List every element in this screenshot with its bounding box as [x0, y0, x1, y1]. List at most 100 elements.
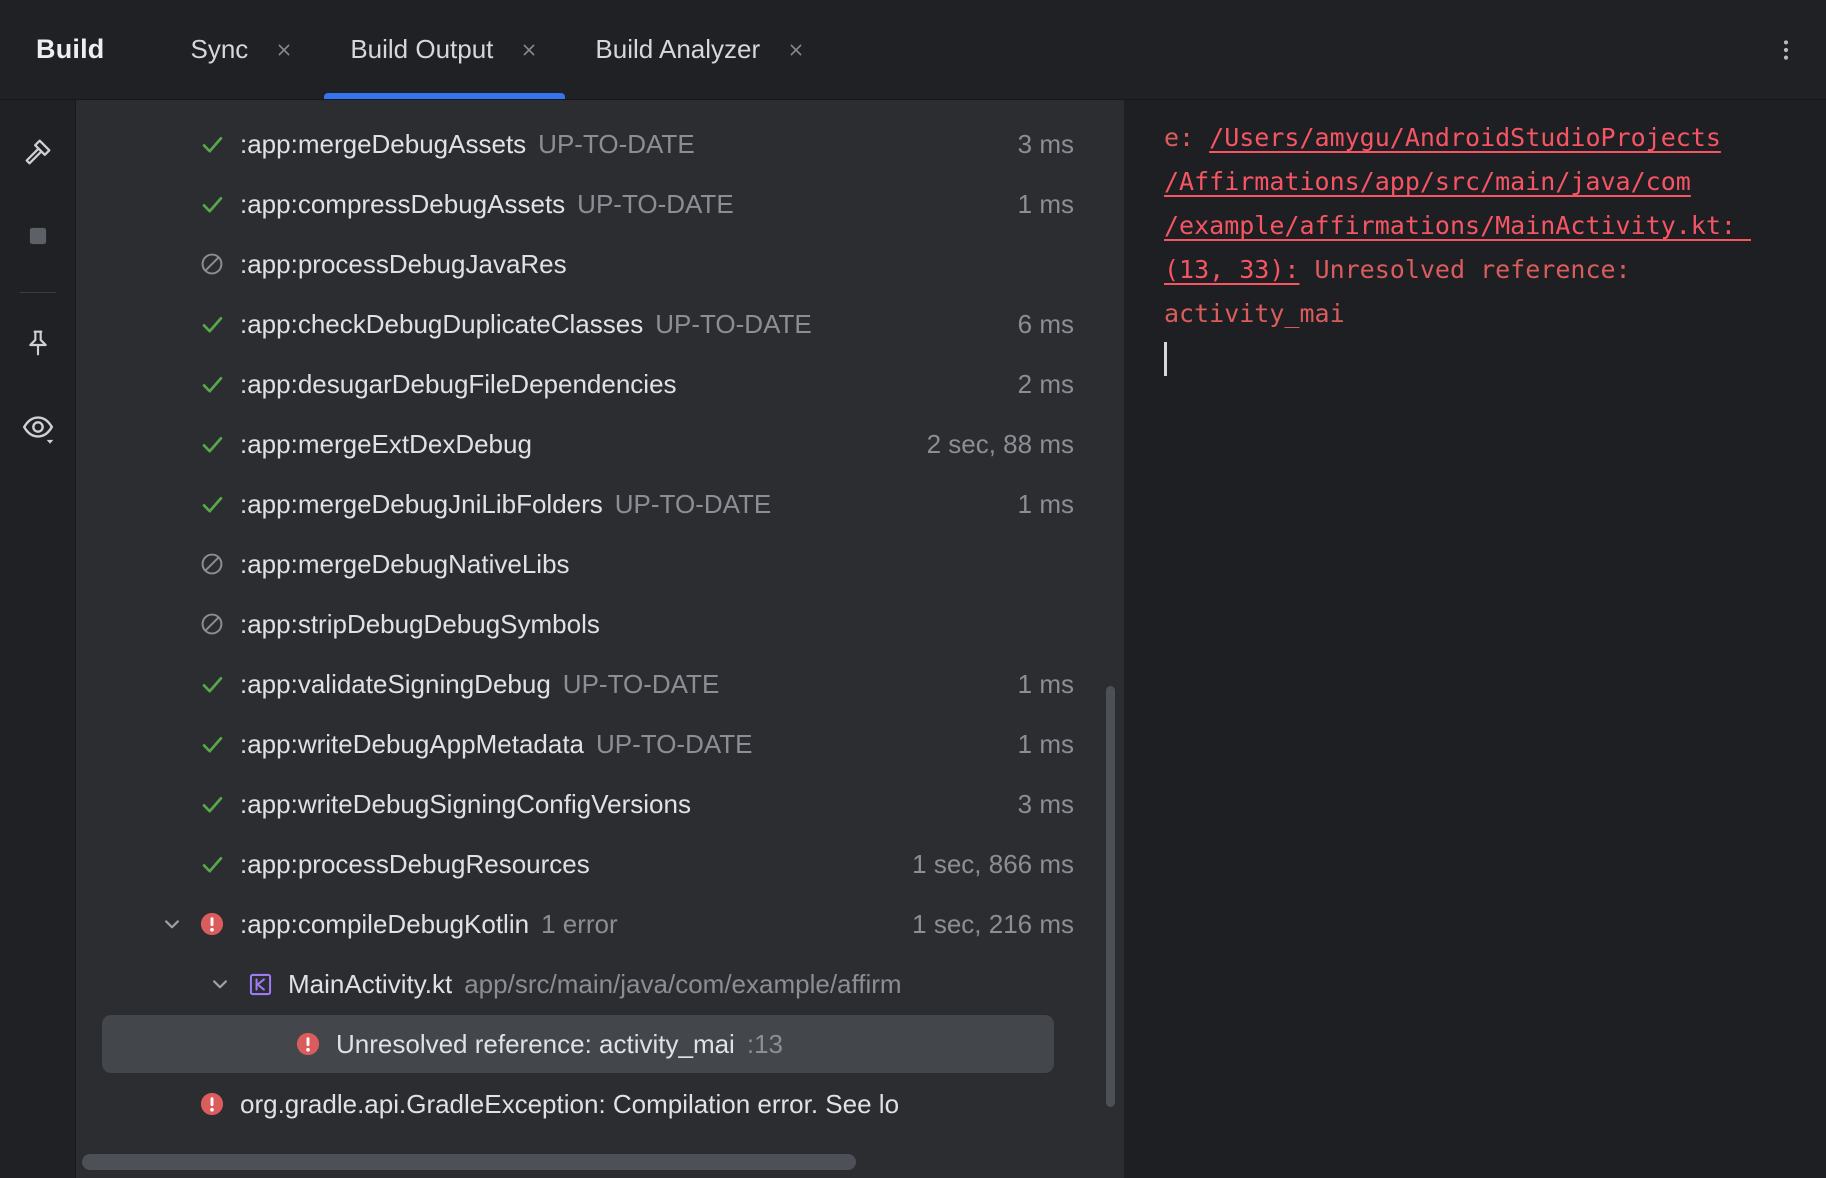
task-duration: 1 sec, 216 ms [912, 908, 1074, 939]
tab-label: Build Output [350, 34, 494, 64]
more-options-icon[interactable] [1772, 36, 1800, 64]
task-suffix: app/src/main/java/com/example/affirm [464, 968, 902, 999]
tree-row[interactable]: :app:mergeDebugNativeLibs [76, 534, 1124, 594]
build-toolbar [0, 100, 76, 1178]
tool-window-title: Build [36, 34, 105, 64]
skipped-icon [196, 611, 228, 637]
close-icon[interactable] [786, 40, 806, 60]
console-line: (13, 33): Unresolved reference: [1164, 248, 1798, 292]
file-location-link[interactable]: (13, 33): [1164, 255, 1300, 284]
error-icon [292, 1030, 324, 1058]
success-check-icon [196, 371, 228, 398]
success-check-icon [196, 191, 228, 218]
file-location-link[interactable]: /Users/amygu/AndroidStudioProjects [1209, 123, 1721, 152]
error-icon [196, 1090, 228, 1118]
console-line: e: /Users/amygu/AndroidStudioProjects [1164, 116, 1798, 160]
file-location-link[interactable]: /example/affirmations/MainActivity.kt: [1164, 211, 1751, 240]
tree-row[interactable]: :app:processDebugJavaRes [76, 234, 1124, 294]
expand-toggle[interactable] [148, 910, 196, 938]
success-check-icon [196, 131, 228, 158]
hammer-icon [21, 135, 55, 174]
task-duration: 2 sec, 88 ms [926, 428, 1074, 459]
task-label: Unresolved reference: activity_mai [336, 1028, 735, 1059]
vertical-scrollbar[interactable] [1106, 686, 1115, 1107]
success-check-icon [196, 851, 228, 878]
close-icon[interactable] [519, 40, 539, 60]
task-suffix: UP-TO-DATE [596, 728, 753, 759]
task-suffix: 1 error [541, 908, 618, 939]
task-label: :app:desugarDebugFileDependencies [240, 368, 677, 399]
tab-strip: Sync Build Output Build Analyzer [163, 0, 835, 99]
toolbar-separator [19, 292, 56, 293]
success-check-icon [196, 431, 228, 458]
skipped-icon [196, 551, 228, 577]
tree-row[interactable]: :app:desugarDebugFileDependencies 2 ms [76, 354, 1124, 414]
tree-row[interactable]: :app:checkDebugDuplicateClasses UP-TO-DAT… [76, 294, 1124, 354]
pin-icon [22, 327, 54, 364]
success-check-icon [196, 731, 228, 758]
tab-label: Sync [190, 34, 249, 64]
success-check-icon [196, 311, 228, 338]
task-label: :app:mergeDebugNativeLibs [240, 548, 570, 579]
task-suffix: :13 [746, 1028, 783, 1059]
task-label: :app:validateSigningDebug [240, 668, 551, 699]
task-label: :app:writeDebugSigningConfigVersions [240, 788, 691, 819]
tree-row[interactable]: Unresolved reference: activity_mai :13 [76, 1014, 1124, 1074]
hammer-button[interactable] [16, 132, 60, 176]
close-icon[interactable] [274, 40, 294, 60]
task-duration: 1 ms [1017, 668, 1074, 699]
tree-row[interactable]: :app:stripDebugDebugSymbols [76, 594, 1124, 654]
task-label: :app:processDebugJavaRes [240, 248, 567, 279]
eye-button[interactable] [16, 407, 60, 451]
console-line: /Affirmations/app/src/main/java/com [1164, 160, 1798, 204]
console-line: /example/affirmations/MainActivity.kt: [1164, 204, 1798, 248]
tree-row[interactable]: :app:mergeExtDexDebug 2 sec, 88 ms [76, 414, 1124, 474]
tab-label: Build Analyzer [595, 34, 761, 64]
task-duration: 6 ms [1017, 308, 1074, 339]
task-suffix: UP-TO-DATE [614, 488, 772, 519]
task-label: :app:writeDebugAppMetadata [240, 728, 585, 759]
tab-build-analyzer[interactable]: Build Analyzer [567, 0, 834, 99]
eye-icon [20, 409, 56, 450]
success-check-icon [196, 491, 228, 518]
skipped-icon [196, 251, 228, 277]
task-duration: 1 ms [1017, 188, 1074, 219]
task-suffix: UP-TO-DATE [655, 308, 812, 339]
task-label: :app:mergeExtDexDebug [240, 428, 532, 459]
tab-sync[interactable]: Sync [163, 0, 323, 99]
error-text: Unresolved reference: [1299, 255, 1631, 284]
task-label: :app:mergeDebugAssets [240, 128, 527, 159]
tree-row[interactable]: :app:writeDebugAppMetadata UP-TO-DATE 1 ms [76, 714, 1124, 774]
stop-button[interactable] [16, 216, 60, 260]
task-label: :app:processDebugResources [240, 848, 590, 879]
task-label: :app:checkDebugDuplicateClasses [240, 308, 644, 339]
horizontal-scrollbar[interactable] [82, 1154, 856, 1170]
task-label: org.gradle.api.GradleException: Compilat… [240, 1088, 900, 1119]
build-tab-bar: Build Sync Build Output Build Analyzer [0, 0, 1826, 100]
expand-toggle[interactable] [196, 970, 244, 998]
success-check-icon [196, 671, 228, 698]
tab-build-output[interactable]: Build Output [322, 0, 567, 99]
pin-button[interactable] [16, 323, 60, 367]
task-duration: 1 ms [1017, 488, 1074, 519]
task-duration: 1 ms [1017, 728, 1074, 759]
error-text: e: [1164, 123, 1210, 152]
tree-row[interactable]: org.gradle.api.GradleException: Compilat… [76, 1074, 1124, 1134]
console-output: e: /Users/amygu/AndroidStudioProjects/Af… [1164, 116, 1798, 336]
task-duration: 2 ms [1017, 368, 1074, 399]
file-location-link[interactable]: /Affirmations/app/src/main/java/com [1164, 167, 1691, 196]
task-suffix: UP-TO-DATE [538, 128, 695, 159]
build-console: e: /Users/amygu/AndroidStudioProjects/Af… [1124, 100, 1826, 1178]
